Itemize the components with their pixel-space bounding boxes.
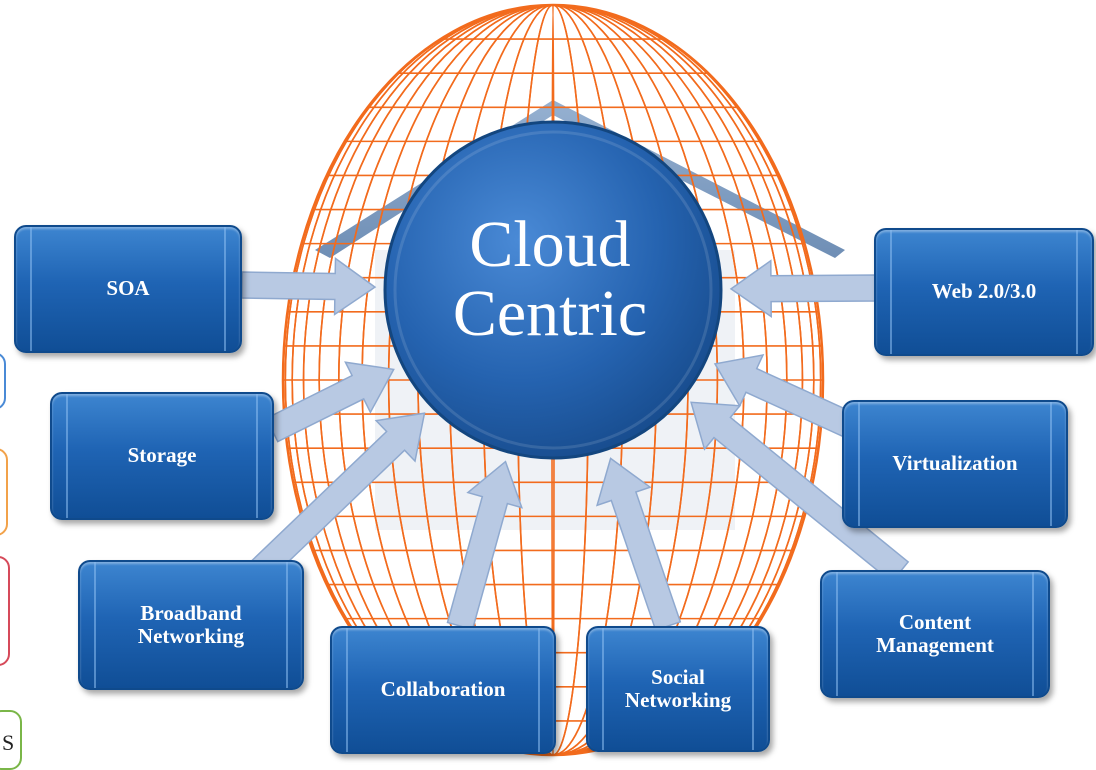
node-storage: Storage <box>50 392 274 520</box>
arrow-content <box>690 401 910 584</box>
center-circle-highlight <box>393 130 713 450</box>
node-soa: SOA <box>14 225 242 353</box>
center-label-line1: Cloud <box>469 208 631 281</box>
node-collaboration: Collaboration <box>330 626 556 754</box>
arrow-social <box>595 457 682 632</box>
center-label-line2: Centric <box>452 277 648 351</box>
arrow-web <box>729 259 877 319</box>
arrow-collaboration <box>446 460 523 631</box>
edge-card-red <box>0 556 10 666</box>
edge-card-orange <box>0 448 8 536</box>
node-web: Web 2.0/3.0 <box>874 228 1094 356</box>
arrow-broadband <box>229 412 426 601</box>
arrow-soa <box>241 257 377 316</box>
center-label: Cloud Centric <box>380 210 720 349</box>
node-virtualization: Virtualization <box>842 400 1068 528</box>
node-social-networking: Social Networking <box>586 626 770 752</box>
edge-fragment-text: S <box>2 730 15 755</box>
arrow-virtualization <box>713 353 867 443</box>
node-broadband-networking: Broadband Networking <box>78 560 304 690</box>
globe-outline <box>281 3 825 757</box>
center-circle <box>383 120 723 460</box>
node-content-management: Content Management <box>820 570 1050 698</box>
arrow-storage <box>265 361 395 443</box>
arrows-group <box>229 257 910 632</box>
edge-card-blue <box>0 352 6 410</box>
